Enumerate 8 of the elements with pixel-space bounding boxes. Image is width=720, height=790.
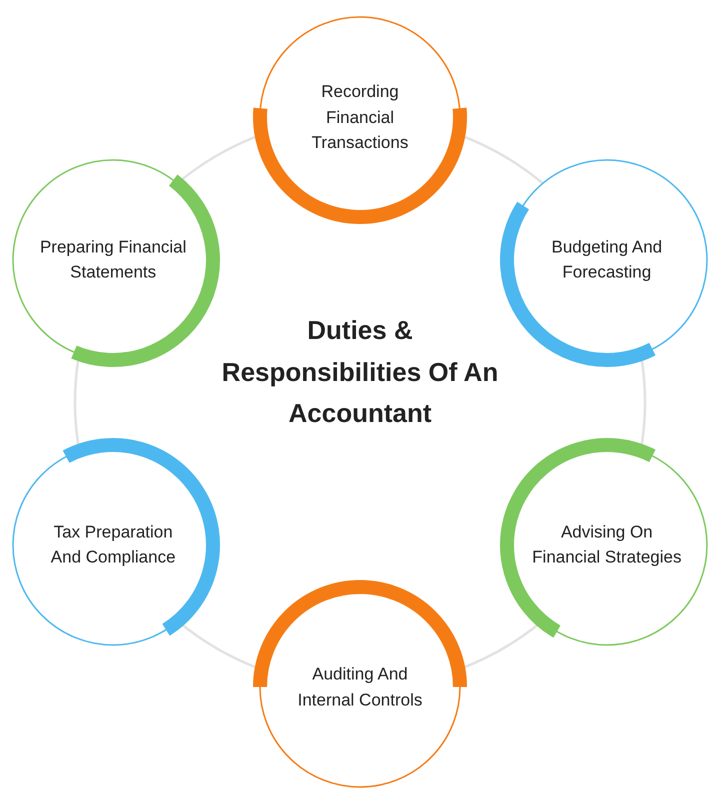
topic-label: Preparing Financial Statements xyxy=(38,236,188,284)
topic-label: Tax Preparation And Compliance xyxy=(50,521,177,568)
topic-label: Recording Financial Transactions xyxy=(310,80,410,154)
topic-label: Budgeting And Forecasting xyxy=(550,236,664,284)
topic-circle xyxy=(252,579,468,790)
topic-label: Auditing And Internal Controls xyxy=(296,664,424,711)
topic-label: Advising On Financial Strategies xyxy=(532,521,682,568)
center-title: Duties & Responsibilities Of An Accountant xyxy=(220,314,500,430)
